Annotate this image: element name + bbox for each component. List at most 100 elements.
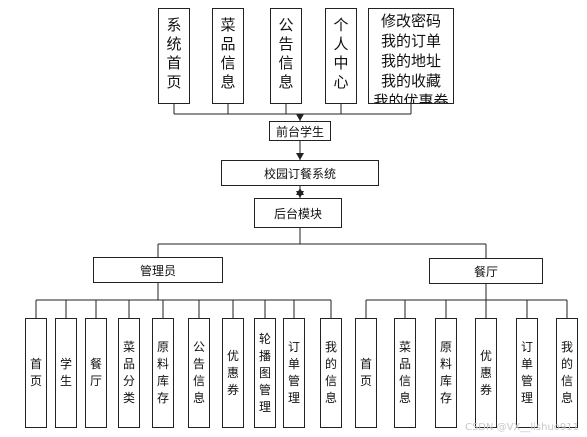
label-char: 优 [226,349,239,363]
admin-item-notice-label: 公告信息 [189,339,209,407]
label-char: 学 [59,357,72,371]
label-char: 料 [156,357,169,371]
admin-item-my-info-label: 我的信息 [321,339,341,407]
label-char: 心 [333,73,349,91]
restaurant-item-orders-label: 订单管理 [517,339,537,407]
label-char: 首 [166,54,182,72]
label-char: 信 [192,374,205,388]
label-char: 息 [192,391,205,405]
label-char: 公 [192,340,205,354]
system-node: 校园订餐系统 [221,160,379,186]
label-char: 料 [439,357,452,371]
frontend-node: 前台学生 [269,121,331,141]
label-char: 券 [226,383,239,397]
submenu-item: 我的优惠券 [373,92,449,104]
label-char: 息 [560,391,573,405]
label-char: 单 [520,357,533,371]
label-char: 存 [156,391,169,405]
label-char: 品 [220,35,236,53]
label-char: 订 [520,340,533,354]
top-module-dishes: 菜品信息 [212,8,244,104]
label-char: 生 [59,374,72,388]
restaurant-item-home-label: 首页 [356,356,376,390]
label-char: 公 [278,16,294,34]
label-char: 中 [333,54,349,72]
restaurant-node-label: 餐厅 [473,264,498,279]
admin-item-home-label: 首页 [26,356,46,390]
label-char: 菜 [122,340,135,354]
admin-item-dish-category-label: 菜品分类 [119,339,139,407]
label-char: 页 [29,374,42,388]
admin-node-label: 管理员 [139,263,176,278]
restaurant-item-home: 首页 [355,318,377,428]
restaurant-item-coupon: 优惠券 [475,318,497,428]
label-char: 分 [122,374,135,388]
restaurant-item-my-info: 我的信息 [556,318,578,428]
label-char: 信 [278,54,294,72]
admin-item-student: 学生 [55,318,77,428]
label-char: 理 [520,391,533,405]
admin-node: 管理员 [93,257,223,283]
top-module-personal-center: 个人中心 [325,8,357,104]
restaurant-item-dishes-label: 菜品信息 [395,339,415,407]
label-char: 类 [122,391,135,405]
top-module-personal-center-label: 个人中心 [326,16,356,92]
label-char: 订 [287,340,300,354]
label-char: 我 [560,340,573,354]
label-char: 告 [278,35,294,53]
top-module-home-label: 系统首页 [159,16,189,92]
admin-item-my-info: 我的信息 [320,318,342,428]
system-node-label: 校园订餐系统 [263,166,336,181]
label-char: 我 [324,340,337,354]
admin-item-restaurant: 餐厅 [85,318,107,428]
restaurant-item-dishes: 菜品信息 [394,318,416,428]
label-char: 厅 [89,374,102,388]
label-char: 惠 [479,366,492,380]
label-char: 首 [359,357,372,371]
label-char: 首 [29,357,42,371]
label-char: 理 [258,400,271,414]
submenu-item: 我的地址 [380,52,441,70]
label-char: 图 [258,366,271,380]
admin-item-coupon-label: 优惠券 [223,348,243,399]
label-char: 惠 [226,366,239,380]
backend-node-label: 后台模块 [273,206,322,221]
submenu-item: 我的订单 [380,32,441,50]
admin-item-carousel-label: 轮播图管理 [255,331,275,416]
admin-item-coupon: 优惠券 [222,318,244,428]
label-char: 个 [333,16,349,34]
label-char: 品 [122,357,135,371]
admin-item-carousel: 轮播图管理 [254,318,276,428]
personal-center-submenu: 修改密码 我的订单 我的地址 我的收藏 我的优惠券 [368,8,454,104]
label-char: 信 [398,374,411,388]
label-char: 告 [192,357,205,371]
admin-item-dish-category: 菜品分类 [118,318,140,428]
label-char: 息 [278,73,294,91]
label-char: 存 [439,391,452,405]
label-char: 原 [156,340,169,354]
label-char: 餐 [89,357,102,371]
label-char: 的 [324,357,337,371]
top-module-dishes-label: 菜品信息 [213,16,243,92]
frontend-node-label: 前台学生 [275,124,324,139]
label-char: 管 [520,374,533,388]
top-module-notice: 公告信息 [270,8,302,104]
label-char: 息 [324,391,337,405]
label-char: 轮 [258,332,271,346]
label-char: 管 [287,374,300,388]
submenu-item: 我的收藏 [380,72,441,90]
label-char: 菜 [398,340,411,354]
admin-item-ingredient-stock: 原料库存 [152,318,174,428]
label-char: 库 [156,374,169,388]
label-char: 管 [258,383,271,397]
restaurant-item-orders: 订单管理 [516,318,538,428]
label-char: 信 [560,374,573,388]
admin-item-notice: 公告信息 [188,318,210,428]
label-char: 息 [220,73,236,91]
label-char: 理 [287,391,300,405]
label-char: 信 [324,374,337,388]
watermark-text: CSDN @VX__lishuo911 [464,422,579,433]
label-char: 券 [479,383,492,397]
